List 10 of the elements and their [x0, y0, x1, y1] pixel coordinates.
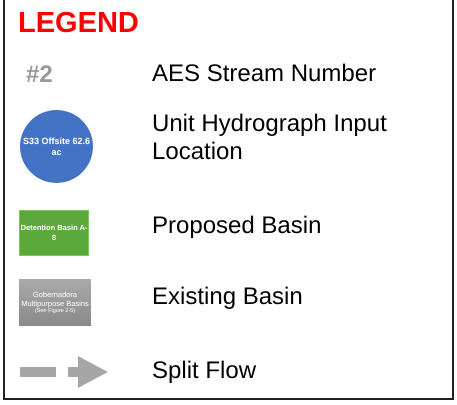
node-text: S33 Offsite 62.6 ac: [22, 136, 92, 158]
legend-title: LEGEND: [18, 6, 139, 40]
existing-basin-box: [19, 279, 91, 326]
proposed-basin-box: [19, 210, 89, 256]
legend-label: Unit Hydrograph Input Location: [152, 110, 388, 166]
legend-label: Split Flow: [152, 357, 258, 385]
legend-label: Proposed Basin: [152, 212, 322, 240]
legend-label: Existing Basin: [152, 283, 304, 311]
legend-label: AES Stream Number: [152, 60, 378, 88]
stream-number: #2: [26, 61, 53, 89]
